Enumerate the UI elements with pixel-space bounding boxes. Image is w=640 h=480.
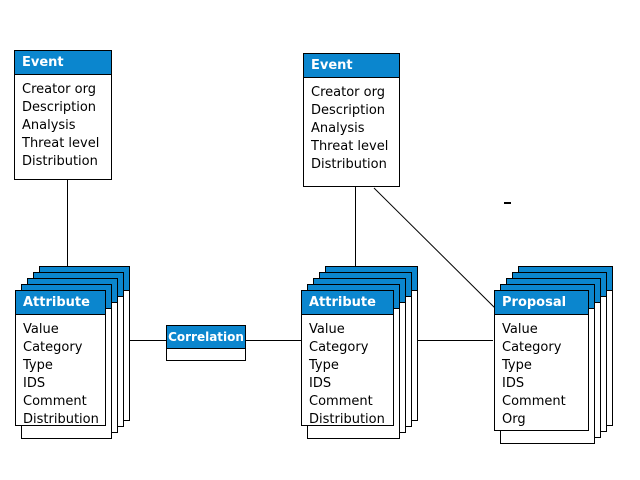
entity-card-proposal[interactable]: Proposal Value Category Type IDS Comment… bbox=[494, 290, 589, 431]
entity-card-event-left[interactable]: Event Creator org Description Analysis T… bbox=[14, 50, 112, 180]
field-creator-org: Creator org bbox=[311, 85, 385, 100]
field-org: Org bbox=[502, 412, 526, 427]
entity-header-attribute-left: Attribute bbox=[16, 291, 105, 315]
entity-header-event-left: Event bbox=[15, 51, 111, 75]
field-comment: Comment bbox=[309, 394, 373, 409]
field-comment: Comment bbox=[23, 394, 87, 409]
field-category: Category bbox=[23, 340, 83, 355]
field-category: Category bbox=[309, 340, 369, 355]
field-value: Value bbox=[309, 322, 345, 337]
field-creator-org: Creator org bbox=[22, 82, 96, 97]
entity-card-attribute-middle[interactable]: Attribute Value Category Type IDS Commen… bbox=[301, 290, 394, 427]
entity-fields-proposal: Value Category Type IDS Comment Org bbox=[495, 315, 588, 435]
field-type: Type bbox=[23, 358, 53, 373]
connector-attribute-middle-to-proposal bbox=[418, 340, 493, 341]
entity-card-correlation[interactable]: Correlation bbox=[166, 325, 246, 361]
entity-stack-proposal[interactable]: Proposal Value Category Type IDS Comment… bbox=[494, 266, 613, 444]
field-distribution: Distribution bbox=[23, 412, 99, 427]
field-description: Description bbox=[22, 100, 97, 115]
entity-card-event-right[interactable]: Event Creator org Description Analysis T… bbox=[303, 53, 400, 187]
field-ids: IDS bbox=[502, 376, 525, 391]
entity-fields-attribute-left: Value Category Type IDS Comment Distribu… bbox=[16, 315, 105, 435]
entity-fields-event-left: Creator org Description Analysis Threat … bbox=[15, 75, 111, 177]
field-analysis: Analysis bbox=[22, 118, 76, 133]
entity-fields-attribute-middle: Value Category Type IDS Comment Distribu… bbox=[302, 315, 393, 435]
connector-event-left-to-attribute-left bbox=[67, 180, 68, 270]
field-comment: Comment bbox=[502, 394, 566, 409]
entity-fields-event-right: Creator org Description Analysis Threat … bbox=[304, 78, 399, 180]
connector-event-right-to-proposal bbox=[373, 187, 498, 311]
entity-stack-attribute-middle[interactable]: Attribute Value Category Type IDS Commen… bbox=[301, 266, 418, 439]
entity-header-event-right: Event bbox=[304, 54, 399, 78]
field-distribution: Distribution bbox=[22, 154, 98, 169]
field-value: Value bbox=[502, 322, 538, 337]
entity-header-proposal: Proposal bbox=[495, 291, 588, 315]
connector-attribute-left-to-correlation bbox=[128, 340, 168, 341]
field-description: Description bbox=[311, 103, 386, 118]
field-distribution: Distribution bbox=[309, 412, 385, 427]
field-analysis: Analysis bbox=[311, 121, 365, 136]
field-category: Category bbox=[502, 340, 562, 355]
field-value: Value bbox=[23, 322, 59, 337]
field-threat-level: Threat level bbox=[22, 136, 100, 151]
field-ids: IDS bbox=[23, 376, 46, 391]
field-type: Type bbox=[309, 358, 339, 373]
entity-header-correlation: Correlation bbox=[167, 326, 245, 349]
connector-correlation-to-attribute-middle bbox=[246, 340, 301, 341]
stray-dash-mark bbox=[504, 202, 511, 204]
field-distribution: Distribution bbox=[311, 157, 387, 172]
field-ids: IDS bbox=[309, 376, 332, 391]
field-threat-level: Threat level bbox=[311, 139, 389, 154]
entity-body-correlation bbox=[167, 349, 245, 360]
entity-stack-attribute-left[interactable]: Attribute Value Category Type IDS Commen… bbox=[15, 266, 130, 439]
entity-header-attribute-middle: Attribute bbox=[302, 291, 393, 315]
field-type: Type bbox=[502, 358, 532, 373]
connector-event-right-to-attribute-middle bbox=[355, 187, 356, 272]
entity-card-attribute-left[interactable]: Attribute Value Category Type IDS Commen… bbox=[15, 290, 106, 427]
